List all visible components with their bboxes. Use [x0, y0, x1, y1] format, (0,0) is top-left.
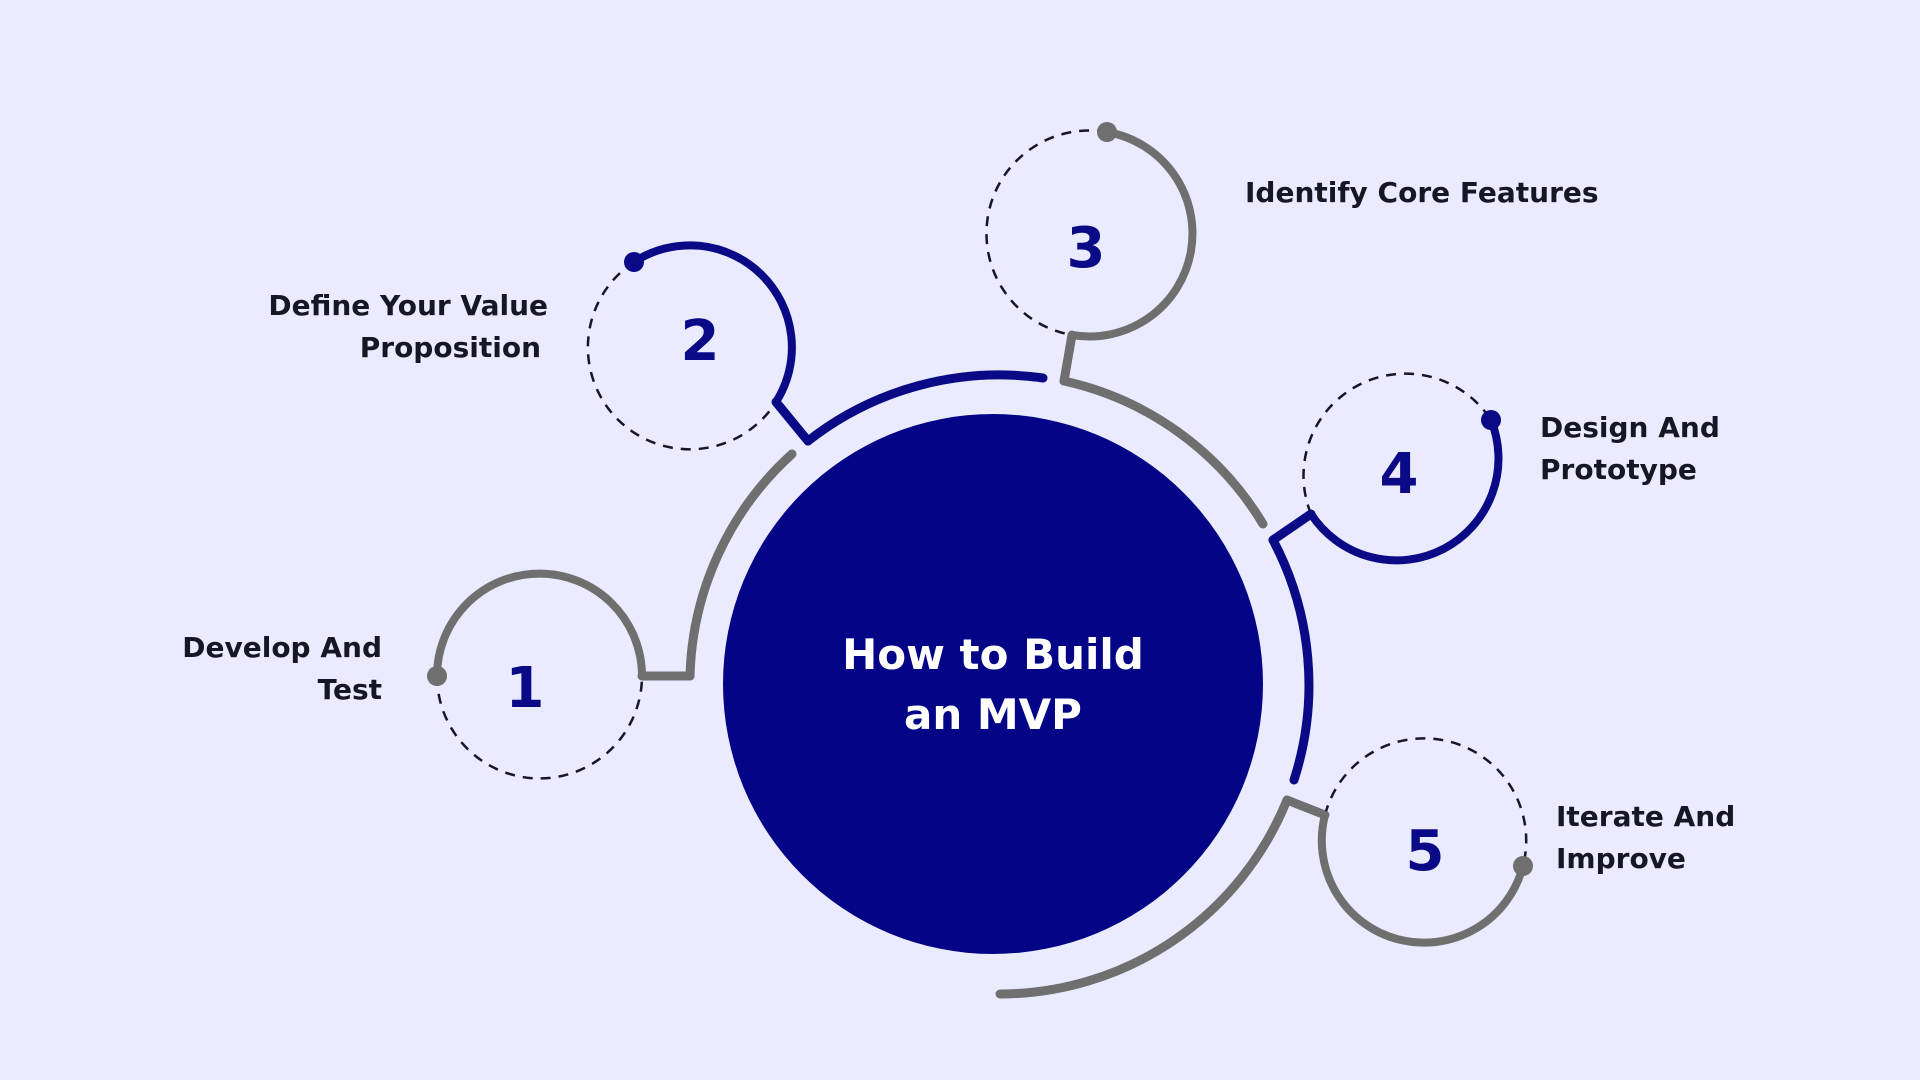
- step-2-label-line-1: Define Your Value: [268, 289, 548, 322]
- step-4-number: 4: [1380, 442, 1419, 507]
- center-title-line-2: an MVP: [904, 690, 1082, 739]
- step-3-label-line-1: Identify Core Features: [1245, 176, 1599, 209]
- step-4-solid-arc: [1307, 416, 1503, 565]
- step-5: 5 Iterate And Improve: [1317, 737, 1735, 947]
- center-disc: [723, 414, 1263, 954]
- connector-step-2: [771, 397, 813, 446]
- step-3-dashed-arc: [985, 129, 1108, 337]
- step-1-label-line-1: Develop And: [182, 631, 382, 664]
- step-4-label-line-1: Design And: [1540, 411, 1720, 444]
- outer-ring-segment-5: [995, 795, 1292, 999]
- step-2-dot: [624, 252, 644, 272]
- step-4-dashed-arc: [1302, 372, 1493, 515]
- step-2-dashed-arc: [586, 260, 778, 451]
- outer-ring-segment-2: [803, 370, 1048, 446]
- step-5-label-line-2: Improve: [1556, 842, 1686, 875]
- outer-ring-segment-3: [1059, 376, 1268, 529]
- step-1-number: 1: [506, 656, 545, 721]
- step-1-dot: [427, 666, 447, 686]
- step-5-solid-arc: [1317, 811, 1527, 947]
- step-5-dashed-arc: [1323, 737, 1528, 867]
- connector-step-4: [1268, 509, 1316, 545]
- step-1: 1 Develop And Test: [182, 569, 646, 780]
- outer-ring: [685, 370, 1314, 999]
- step-4-dot: [1481, 410, 1501, 430]
- outer-ring-segment-4: [1268, 535, 1314, 785]
- step-5-label-line-1: Iterate And: [1556, 800, 1735, 833]
- step-1-solid-arc: [433, 569, 646, 680]
- step-4-label-line-2: Prototype: [1540, 453, 1697, 486]
- step-2-label-line-2: Proposition: [360, 331, 541, 364]
- step-4: 4 Design And Prototype: [1302, 372, 1720, 565]
- step-3-solid-arc: [1068, 128, 1197, 341]
- connector-step-3: [1059, 330, 1077, 386]
- step-1-dashed-arc: [435, 675, 644, 780]
- step-2-solid-arc: [630, 241, 796, 406]
- connectors: [637, 330, 1330, 820]
- connector-step-5: [1282, 795, 1330, 820]
- outer-ring-segment-1: [685, 449, 797, 681]
- step-1-label-line-2: Test: [318, 673, 382, 706]
- step-2-number: 2: [681, 309, 720, 374]
- step-3-dot: [1097, 122, 1117, 142]
- step-3-number: 3: [1067, 216, 1106, 281]
- step-2: 2 Define Your Value Proposition: [268, 241, 796, 451]
- step-3: 3 Identify Core Features: [985, 122, 1599, 341]
- step-5-number: 5: [1406, 819, 1445, 884]
- step-5-dot: [1513, 856, 1533, 876]
- center-title-line-1: How to Build: [842, 630, 1144, 679]
